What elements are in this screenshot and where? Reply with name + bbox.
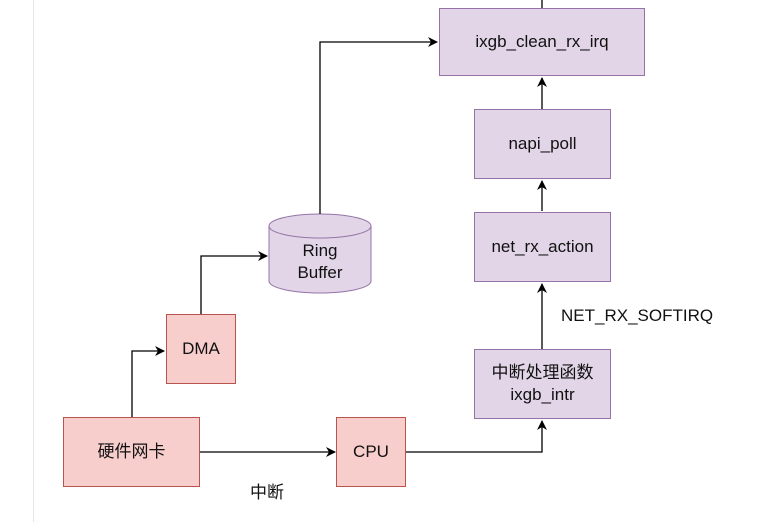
ixgb-clean-rx-irq-node: ixgb_clean_rx_irq [439, 8, 645, 76]
edge-ringbuffer-to-clean [319, 37, 438, 214]
nic-node: 硬件网卡 [63, 417, 200, 487]
net-rx-action-label: net_rx_action [491, 237, 594, 256]
cpu-node: CPU [336, 417, 406, 487]
edge-dma-to-ringbuffer [200, 251, 268, 314]
irq-handler-label-line2: ixgb_intr [510, 385, 575, 404]
edge-cpu-to-irq-handler [406, 420, 547, 453]
ring-buffer-shape [268, 213, 372, 294]
ixgb-clean-rx-irq-label: ixgb_clean_rx_irq [475, 32, 609, 51]
napi-poll-node: napi_poll [474, 109, 611, 179]
softirq-edge-label: NET_RX_SOFTIRQ [561, 306, 714, 325]
interrupt-edge-label: 中断 [250, 483, 284, 502]
irq-handler-node: 中断处理函数 ixgb_intr [474, 349, 611, 419]
dma-node: DMA [166, 314, 236, 384]
net-rx-action-node: net_rx_action [474, 212, 611, 282]
ring-buffer-label-line1: Ring [302, 241, 338, 260]
left-divider [33, 0, 34, 522]
edge-nic-to-dma [131, 346, 165, 417]
irq-handler-label-line1: 中断处理函数 [491, 363, 594, 382]
ring-buffer-label-line2: Buffer [297, 263, 343, 282]
nic-label: 硬件网卡 [97, 442, 166, 461]
napi-poll-label: napi_poll [508, 134, 577, 153]
cpu-label: CPU [353, 442, 389, 461]
ring-buffer: Ring Buffer [269, 236, 371, 288]
dma-label: DMA [182, 339, 220, 358]
